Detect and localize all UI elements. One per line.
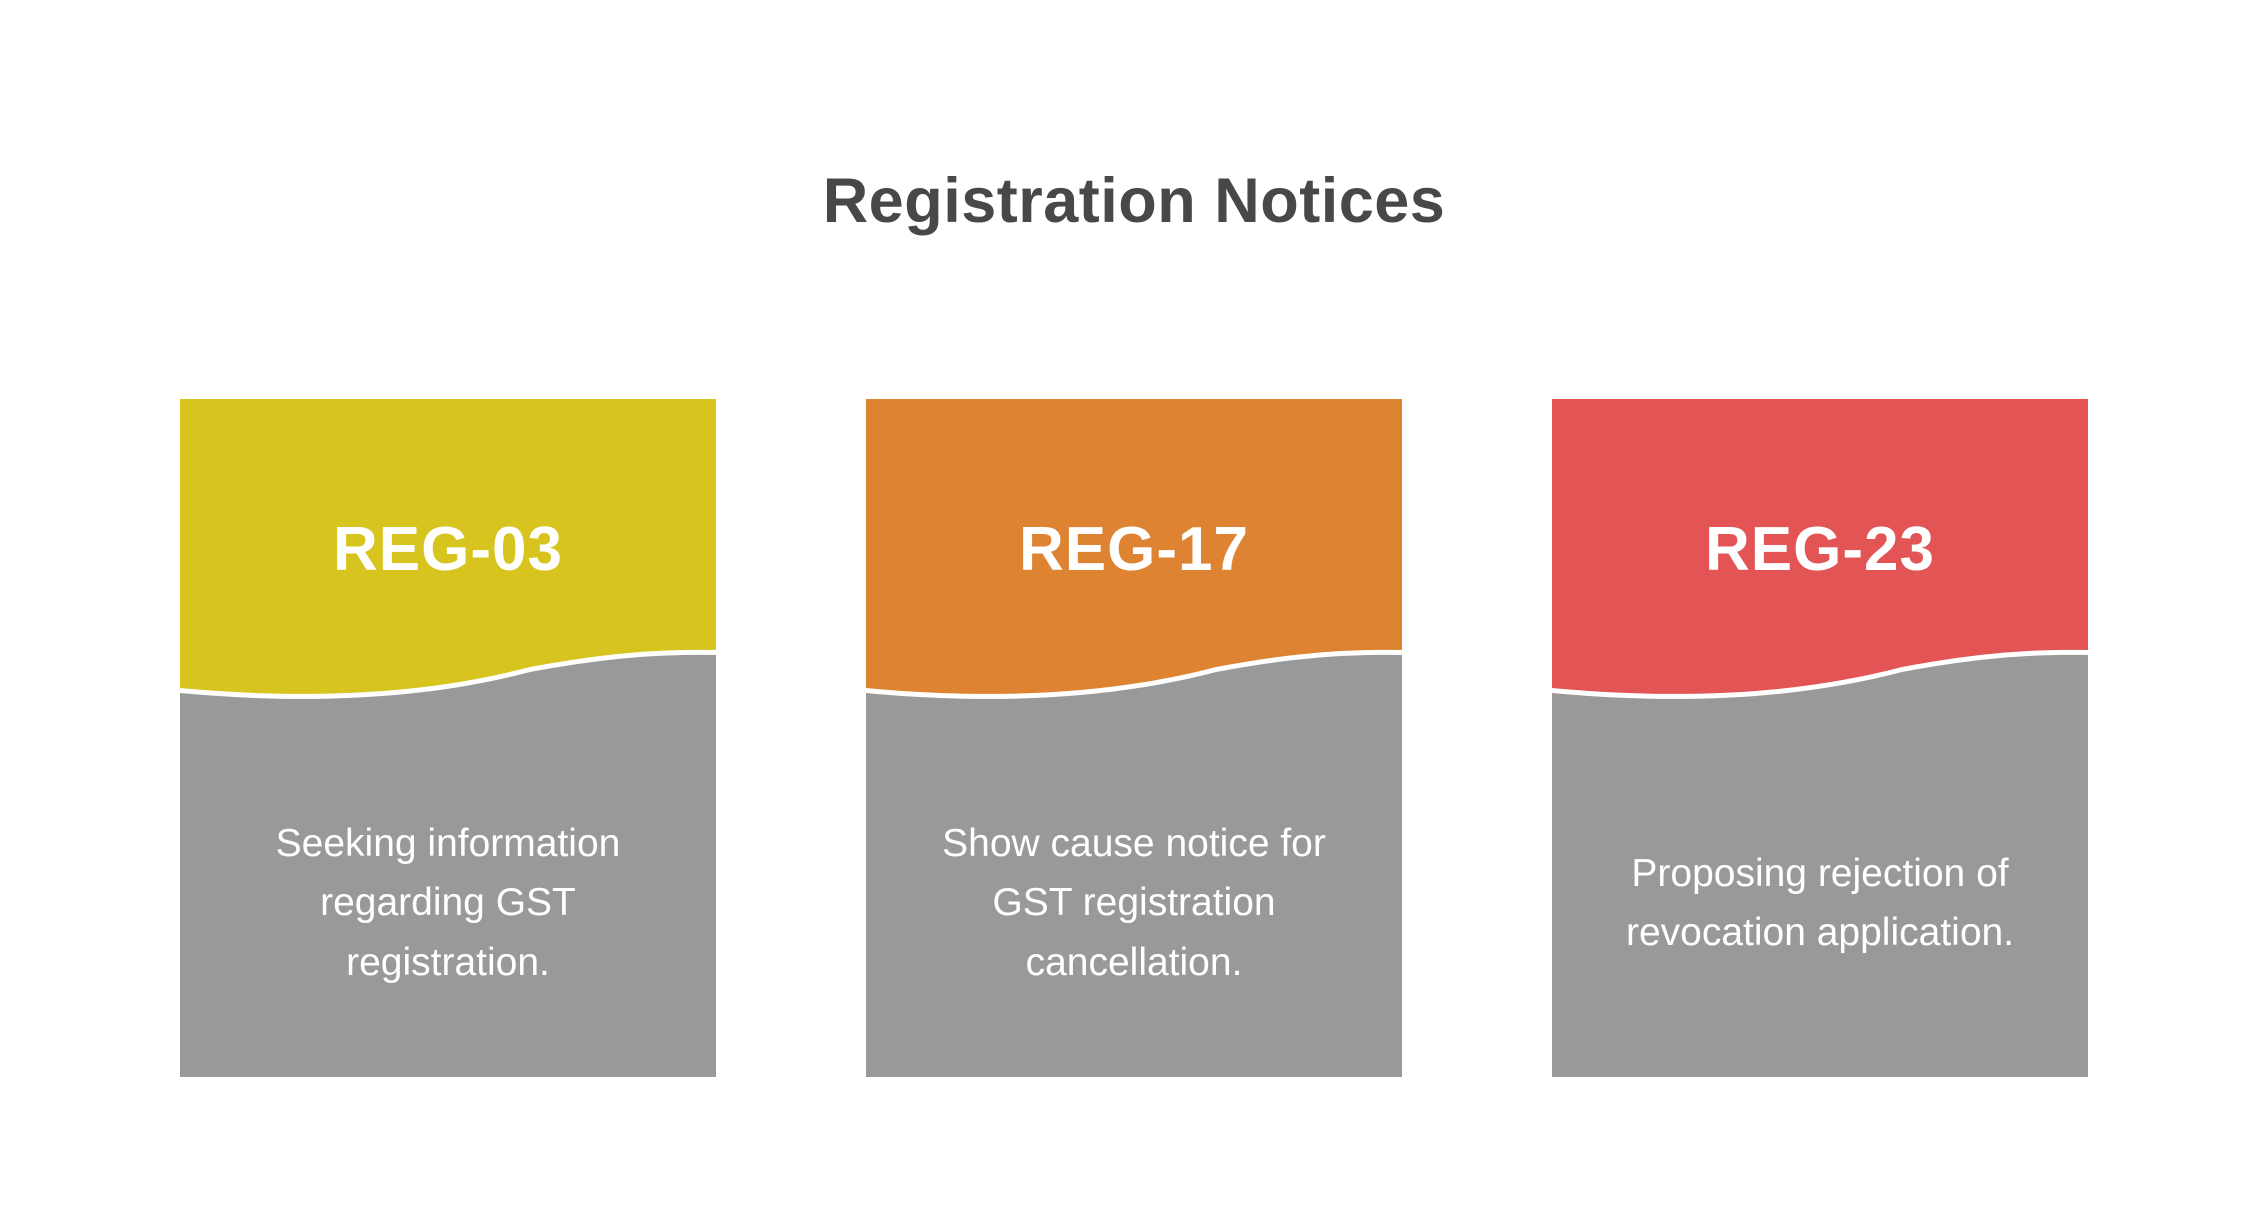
card-code-label: REG-03 bbox=[333, 514, 563, 584]
card-description: Proposing rejection of revocation applic… bbox=[1625, 851, 2015, 954]
card-header: REG-23 bbox=[1552, 399, 2088, 699]
card-code-label: REG-23 bbox=[1705, 514, 1935, 584]
card-header-fill bbox=[1552, 399, 2088, 694]
card-header-fill bbox=[180, 399, 716, 694]
card-description: Show cause notice for GST registration c… bbox=[942, 822, 1326, 984]
card-header: REG-03 bbox=[180, 399, 716, 699]
card-header-wave bbox=[180, 399, 716, 699]
card-header-wave bbox=[1552, 399, 2088, 699]
card-body: Seeking information regarding GST regist… bbox=[180, 709, 716, 1077]
card-header-wave bbox=[866, 399, 1402, 699]
card-header-fill bbox=[866, 399, 1402, 694]
page-title: Registration Notices bbox=[822, 166, 1446, 236]
card-code-label: REG-17 bbox=[1019, 514, 1249, 584]
notice-card-reg-17: REG-17 Show cause notice for GST registr… bbox=[866, 399, 1402, 1077]
card-description: Seeking information regarding GST regist… bbox=[275, 822, 621, 984]
notice-card-reg-23: REG-23 Proposing rejection of revocation… bbox=[1552, 399, 2088, 1077]
card-body: Show cause notice for GST registration c… bbox=[866, 709, 1402, 1077]
notice-card-reg-03: REG-03 Seeking information regarding GST… bbox=[180, 399, 716, 1077]
cards-row: REG-03 Seeking information regarding GST… bbox=[0, 399, 2268, 1077]
card-body: Proposing rejection of revocation applic… bbox=[1552, 709, 2088, 1077]
card-header: REG-17 bbox=[866, 399, 1402, 699]
